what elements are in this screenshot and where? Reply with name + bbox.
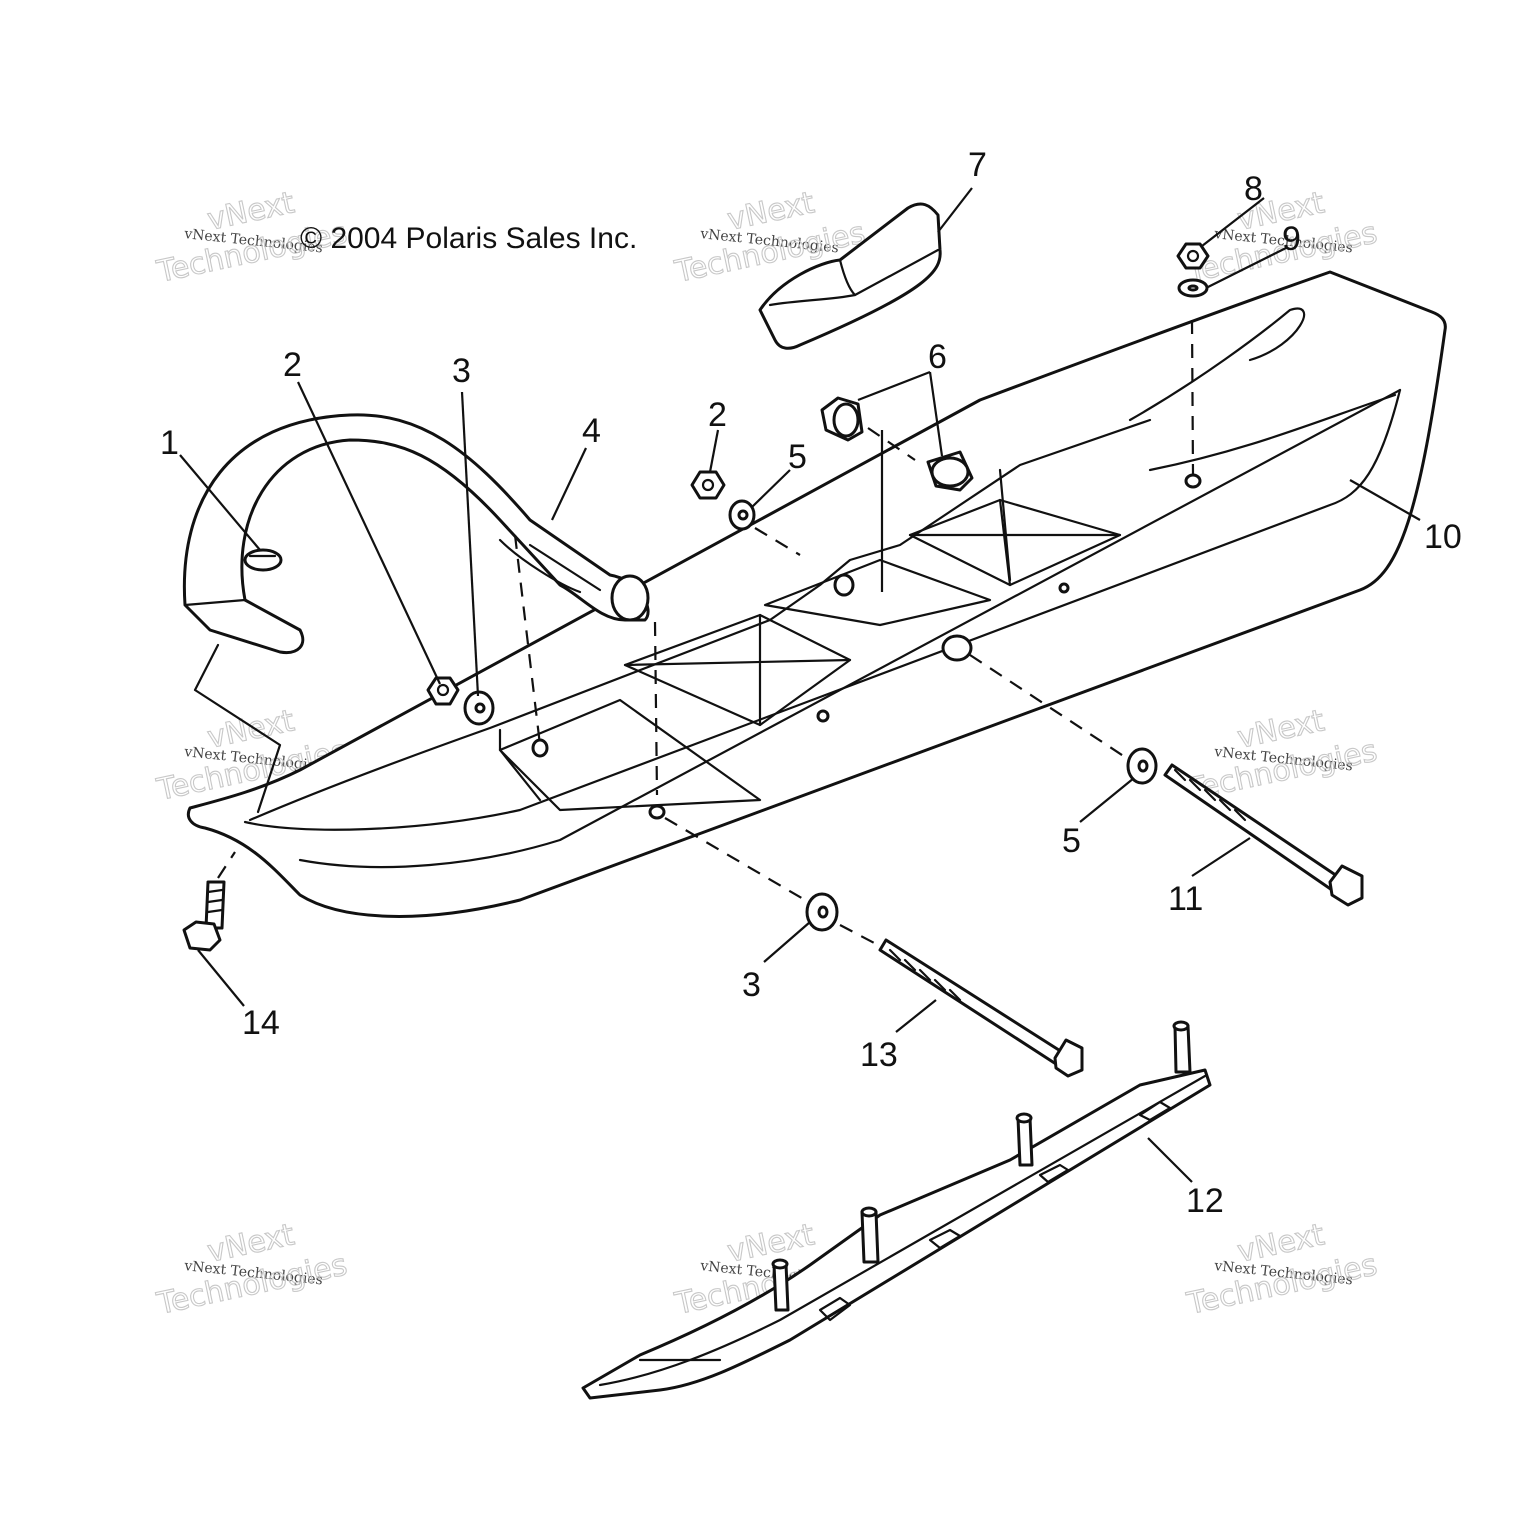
watermark-top-center: vNext vNext Technologies Technologies bbox=[671, 185, 869, 291]
nut-2-lower bbox=[426, 676, 460, 706]
callout-14: 14 bbox=[242, 1004, 280, 1042]
washer-3-lower bbox=[805, 892, 839, 932]
callout-2-right: 2 bbox=[708, 396, 727, 434]
wear-bar bbox=[581, 1020, 1212, 1400]
nut-8 bbox=[1176, 242, 1210, 270]
callout-5-upper: 5 bbox=[788, 438, 807, 476]
washer-5-upper bbox=[728, 499, 756, 531]
ski-handle bbox=[182, 413, 650, 655]
callout-11: 11 bbox=[1168, 880, 1203, 918]
ski-body bbox=[186, 270, 1447, 918]
part-6-bushings bbox=[820, 396, 974, 592]
washer-9 bbox=[1177, 278, 1209, 298]
washer-3-upper bbox=[463, 690, 495, 726]
callout-12: 12 bbox=[1186, 1182, 1224, 1220]
part-7-block bbox=[758, 202, 942, 350]
bolt-13 bbox=[878, 938, 1084, 1078]
callout-1: 1 bbox=[160, 424, 179, 462]
bolt-11 bbox=[1163, 763, 1364, 907]
callout-8: 8 bbox=[1244, 170, 1263, 208]
watermark-bottom-right: vNext vNext Technologies Technologies bbox=[1183, 1217, 1381, 1323]
bolt-14 bbox=[182, 880, 226, 952]
callout-3-upper: 3 bbox=[452, 352, 471, 390]
callout-7: 7 bbox=[968, 146, 987, 184]
callout-6: 6 bbox=[928, 338, 947, 376]
copyright-notice: © 2004 Polaris Sales Inc. bbox=[300, 222, 637, 255]
watermark-bottom-left: vNext vNext Technologies Technologies bbox=[153, 1217, 351, 1323]
callout-10: 10 bbox=[1424, 518, 1462, 556]
nut-2-upper bbox=[690, 470, 726, 500]
callout-3-lower: 3 bbox=[742, 966, 761, 1004]
callout-2-left: 2 bbox=[283, 346, 302, 384]
callout-5-lower: 5 bbox=[1062, 822, 1081, 860]
callout-4: 4 bbox=[582, 412, 601, 450]
washer-5-lower bbox=[1126, 747, 1158, 785]
callout-13: 13 bbox=[860, 1036, 898, 1074]
callout-9: 9 bbox=[1282, 220, 1301, 258]
